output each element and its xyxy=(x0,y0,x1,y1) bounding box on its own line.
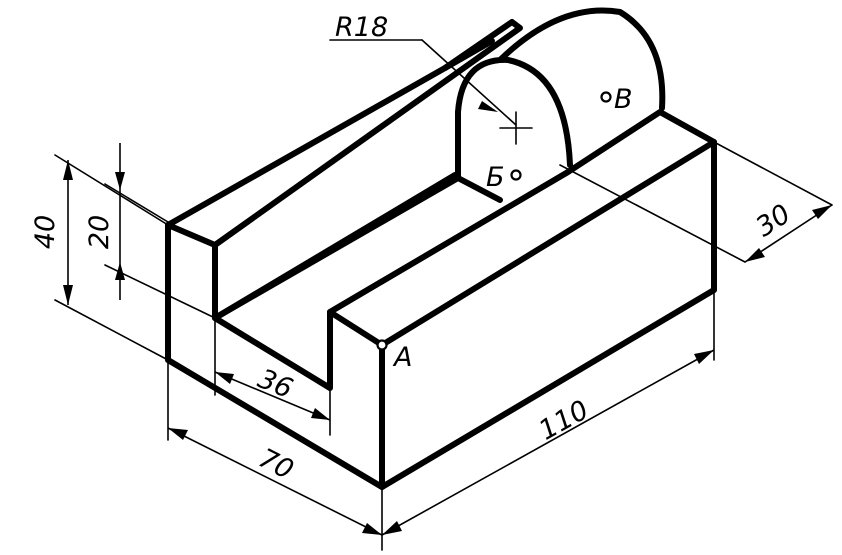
boss-top-arc xyxy=(497,7,666,111)
point-v-label: B xyxy=(614,84,633,115)
left-wall-back-edge xyxy=(442,38,495,71)
ext-bottom-30 xyxy=(559,164,746,263)
extension-lines xyxy=(54,39,833,551)
point-v-marker xyxy=(600,91,612,103)
dim-36-line xyxy=(214,371,331,421)
dim-20-label: 20 xyxy=(84,215,115,249)
left-wall-top xyxy=(165,19,523,248)
part-outline xyxy=(165,7,717,490)
ext-bottom-40 xyxy=(54,299,169,361)
boss-front-arc xyxy=(455,56,573,181)
ext-top-40 xyxy=(54,154,169,226)
right-wall-top xyxy=(327,109,717,348)
dim-40-label: 40 xyxy=(30,215,61,249)
point-b-marker xyxy=(510,169,522,181)
radius-arrowhead xyxy=(478,101,498,112)
point-b-label: Б xyxy=(486,162,505,193)
ext-bottom-20 xyxy=(104,264,216,319)
radius-label: R18 xyxy=(335,12,388,43)
point-markers xyxy=(376,91,612,351)
ext-top-20 xyxy=(104,183,169,223)
dimension-lines xyxy=(63,101,833,536)
dim-110-line xyxy=(381,349,715,536)
radius-leader xyxy=(421,39,517,126)
point-a-label: A xyxy=(392,342,412,373)
point-a-marker xyxy=(376,339,388,351)
dim-110-label: 110 xyxy=(534,395,594,447)
ext-top-30 xyxy=(713,141,833,206)
dim-70-line xyxy=(167,427,383,536)
dim-70-label: 70 xyxy=(254,443,299,486)
dim-36-label: 36 xyxy=(253,363,296,405)
dim-30-label: 30 xyxy=(751,199,797,244)
